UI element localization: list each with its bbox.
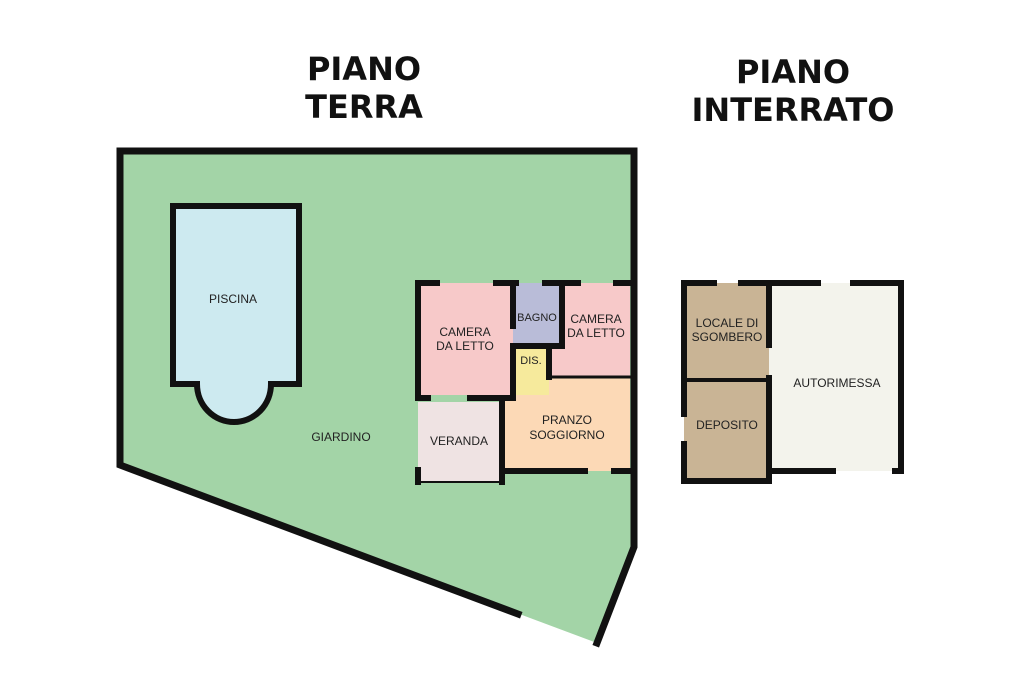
room-veranda xyxy=(418,402,502,482)
pool xyxy=(170,203,302,425)
label-giardino: GIARDINO xyxy=(311,430,370,444)
label-veranda: VERANDA xyxy=(430,434,488,448)
label-piscina: PISCINA xyxy=(209,292,257,306)
garden-wall xyxy=(116,147,638,648)
label-pranzo-line2: SOGGIORNO xyxy=(529,428,604,442)
label-bagno: BAGNO xyxy=(517,312,557,324)
label-locale-line1: LOCALE DI xyxy=(696,316,759,330)
label-camera-1-line1: CAMERA xyxy=(439,325,490,339)
ground-floor-title-line2: TERRA xyxy=(305,88,423,126)
room-camera-1 xyxy=(418,283,513,395)
label-locale-line2: SGOMBERO xyxy=(692,330,763,344)
label-pranzo-line1: PRANZO xyxy=(542,413,592,427)
room-locale-sgombero xyxy=(684,283,769,380)
basement-walls xyxy=(681,280,904,484)
label-deposito: DEPOSITO xyxy=(696,418,758,432)
label-autorimessa: AUTORIMESSA xyxy=(793,376,880,390)
room-autorimessa xyxy=(769,283,901,471)
room-dis xyxy=(513,346,549,395)
basement-title-line2: INTERRATO xyxy=(692,91,895,129)
label-camera-1-line2: DA LETTO xyxy=(436,339,494,353)
basement-title-line1: PIANO xyxy=(736,53,850,91)
room-deposito xyxy=(684,380,769,480)
label-camera-2-line1: CAMERA xyxy=(570,312,621,326)
label-camera-2-line2: DA LETTO xyxy=(567,326,625,340)
room-pranzo-soggiorno xyxy=(502,377,630,471)
ground-floor-title-line1: PIANO xyxy=(307,50,421,88)
ground-floor-walls xyxy=(415,280,633,485)
room-bagno-fill xyxy=(513,283,562,346)
label-dis: DIS. xyxy=(520,355,541,367)
